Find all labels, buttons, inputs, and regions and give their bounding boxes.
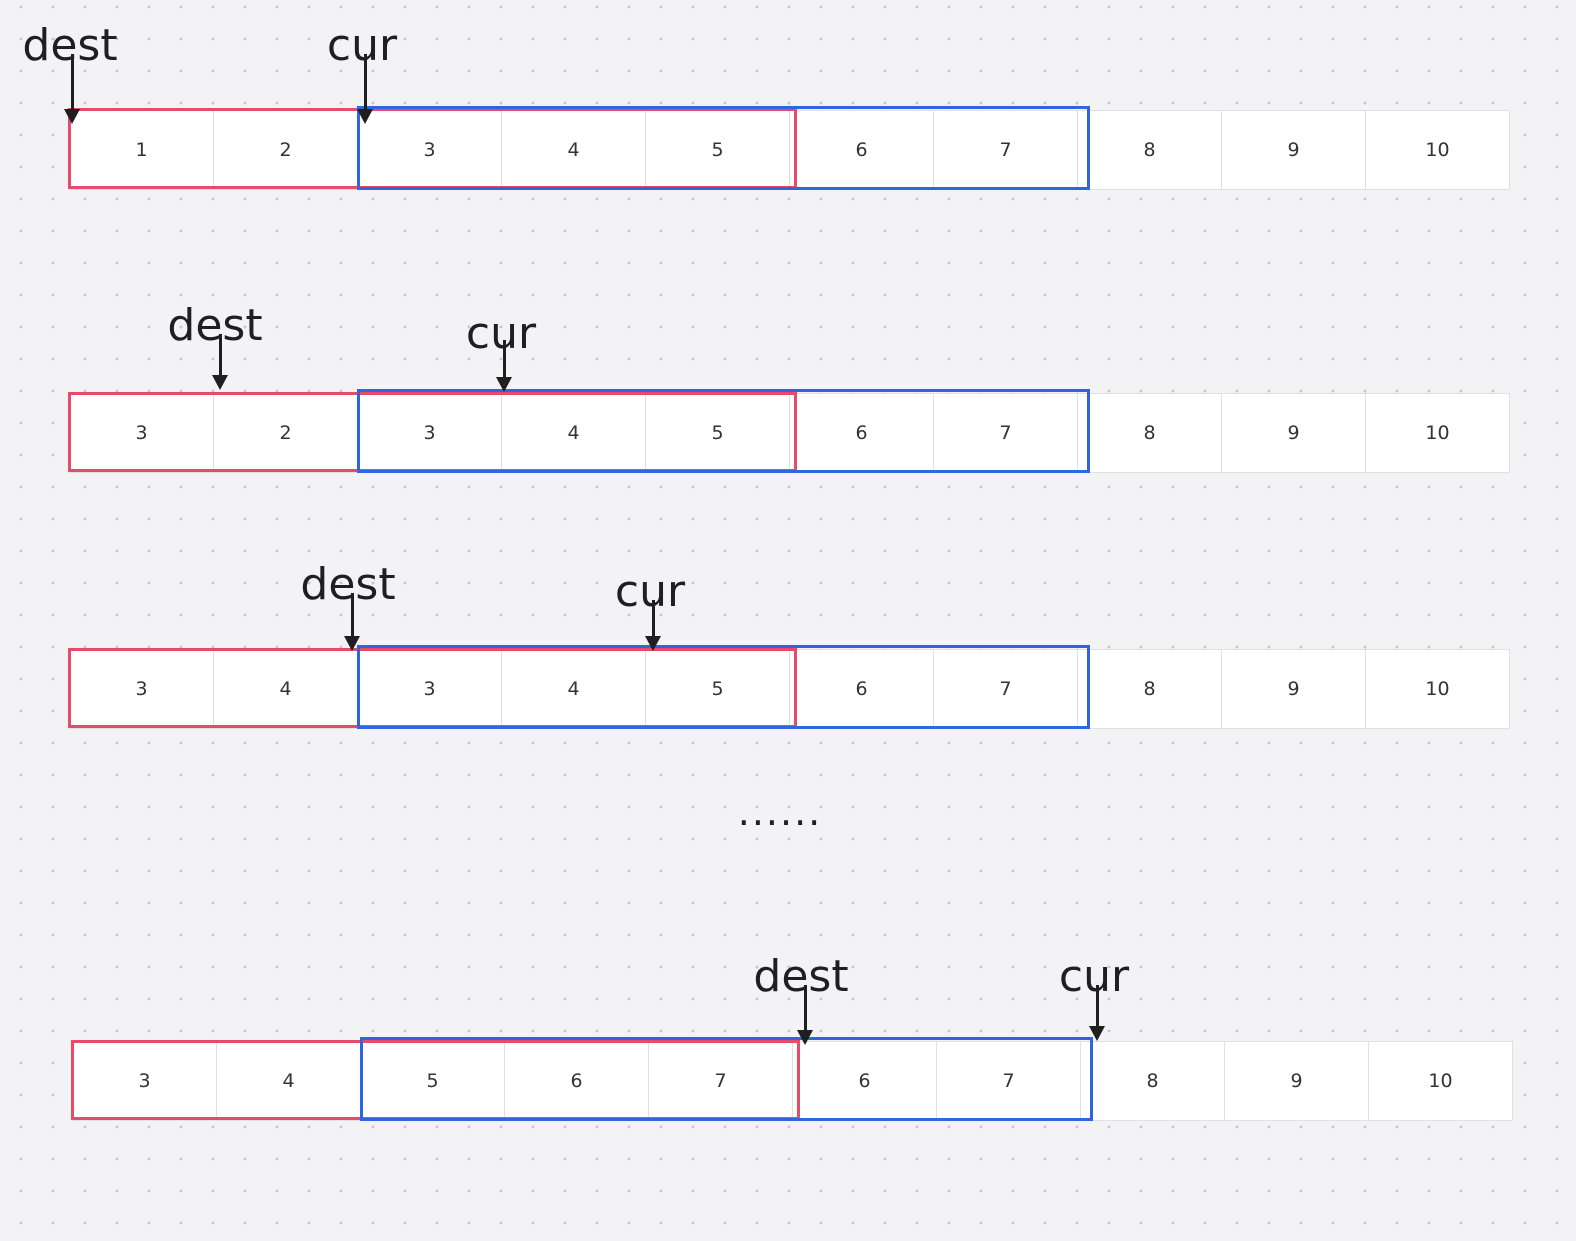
array-cell: 6 [789,649,934,729]
cur-pointer: cur [302,20,422,124]
dest-label: dest [22,20,118,71]
array-cell: 7 [933,393,1078,473]
array-cell: 1 [69,110,214,190]
cur-pointer: cur [441,308,561,392]
array-cell: 4 [501,110,646,190]
array-cell: 5 [645,393,790,473]
dest-pointer: dest [10,20,130,124]
array-cell: 10 [1365,649,1510,729]
array-cell: 8 [1080,1041,1225,1121]
array-cell: 2 [213,393,358,473]
array-cell: 5 [645,649,790,729]
array-cell: 7 [933,110,1078,190]
array-cell: 3 [69,393,214,473]
array-cell: 5 [360,1041,505,1121]
array-cell: 4 [501,393,646,473]
array-cell: 3 [357,393,502,473]
array-cells: 3 4 3 4 5 6 7 8 9 10 [69,649,1510,729]
array-cell: 2 [213,110,358,190]
array-cells: 3 4 5 6 7 6 7 8 9 10 [72,1041,1513,1121]
array-row-4: 3 4 5 6 7 6 7 8 9 10 [0,1037,1576,1241]
dest-pointer: dest [288,559,408,651]
array-row-3: 3 4 3 4 5 6 7 8 9 10 [0,645,1576,849]
array-row-1: 1 2 3 4 5 6 7 8 9 10 [0,106,1576,310]
cur-label: cur [326,20,398,71]
array-cell: 3 [357,649,502,729]
cur-pointer: cur [590,566,710,651]
array-cell: 10 [1365,393,1510,473]
array-cell: 5 [645,110,790,190]
down-arrow-icon [212,334,228,390]
array-cell: 6 [789,110,934,190]
down-arrow-icon [797,985,813,1045]
array-row-2: 3 2 3 4 5 6 7 8 9 10 [0,389,1576,593]
array-cell: 6 [789,393,934,473]
down-arrow-icon [344,593,360,651]
array-cell: 4 [213,649,358,729]
array-cell: 10 [1368,1041,1513,1121]
down-arrow-icon [357,54,373,124]
array-cell: 7 [933,649,1078,729]
down-arrow-icon [496,340,512,392]
array-cell: 9 [1224,1041,1369,1121]
array-cell: 4 [501,649,646,729]
cur-label: cur [1058,951,1130,1002]
array-cell: 9 [1221,393,1366,473]
array-cell: 3 [72,1041,217,1121]
dest-pointer: dest [741,951,861,1045]
array-cell: 8 [1077,649,1222,729]
dest-label: dest [167,300,263,351]
ellipsis: ...... [737,790,823,834]
array-cell: 10 [1365,110,1510,190]
cur-pointer: cur [1034,951,1154,1041]
array-cell: 3 [357,110,502,190]
array-cell: 4 [216,1041,361,1121]
array-cell: 6 [792,1041,937,1121]
dest-label: dest [753,951,849,1002]
down-arrow-icon [645,600,661,651]
dest-pointer: dest [155,300,275,390]
array-cell: 7 [648,1041,793,1121]
array-cells: 1 2 3 4 5 6 7 8 9 10 [69,110,1510,190]
cur-label: cur [465,308,537,359]
cur-label: cur [614,566,686,617]
dest-label: dest [300,559,396,610]
array-cells: 3 2 3 4 5 6 7 8 9 10 [69,393,1510,473]
array-cell: 7 [936,1041,1081,1121]
array-cell: 9 [1221,649,1366,729]
array-cell: 8 [1077,110,1222,190]
down-arrow-icon [1089,985,1105,1041]
array-cell: 8 [1077,393,1222,473]
down-arrow-icon [64,54,80,124]
array-cell: 9 [1221,110,1366,190]
array-cell: 6 [504,1041,649,1121]
array-cell: 3 [69,649,214,729]
